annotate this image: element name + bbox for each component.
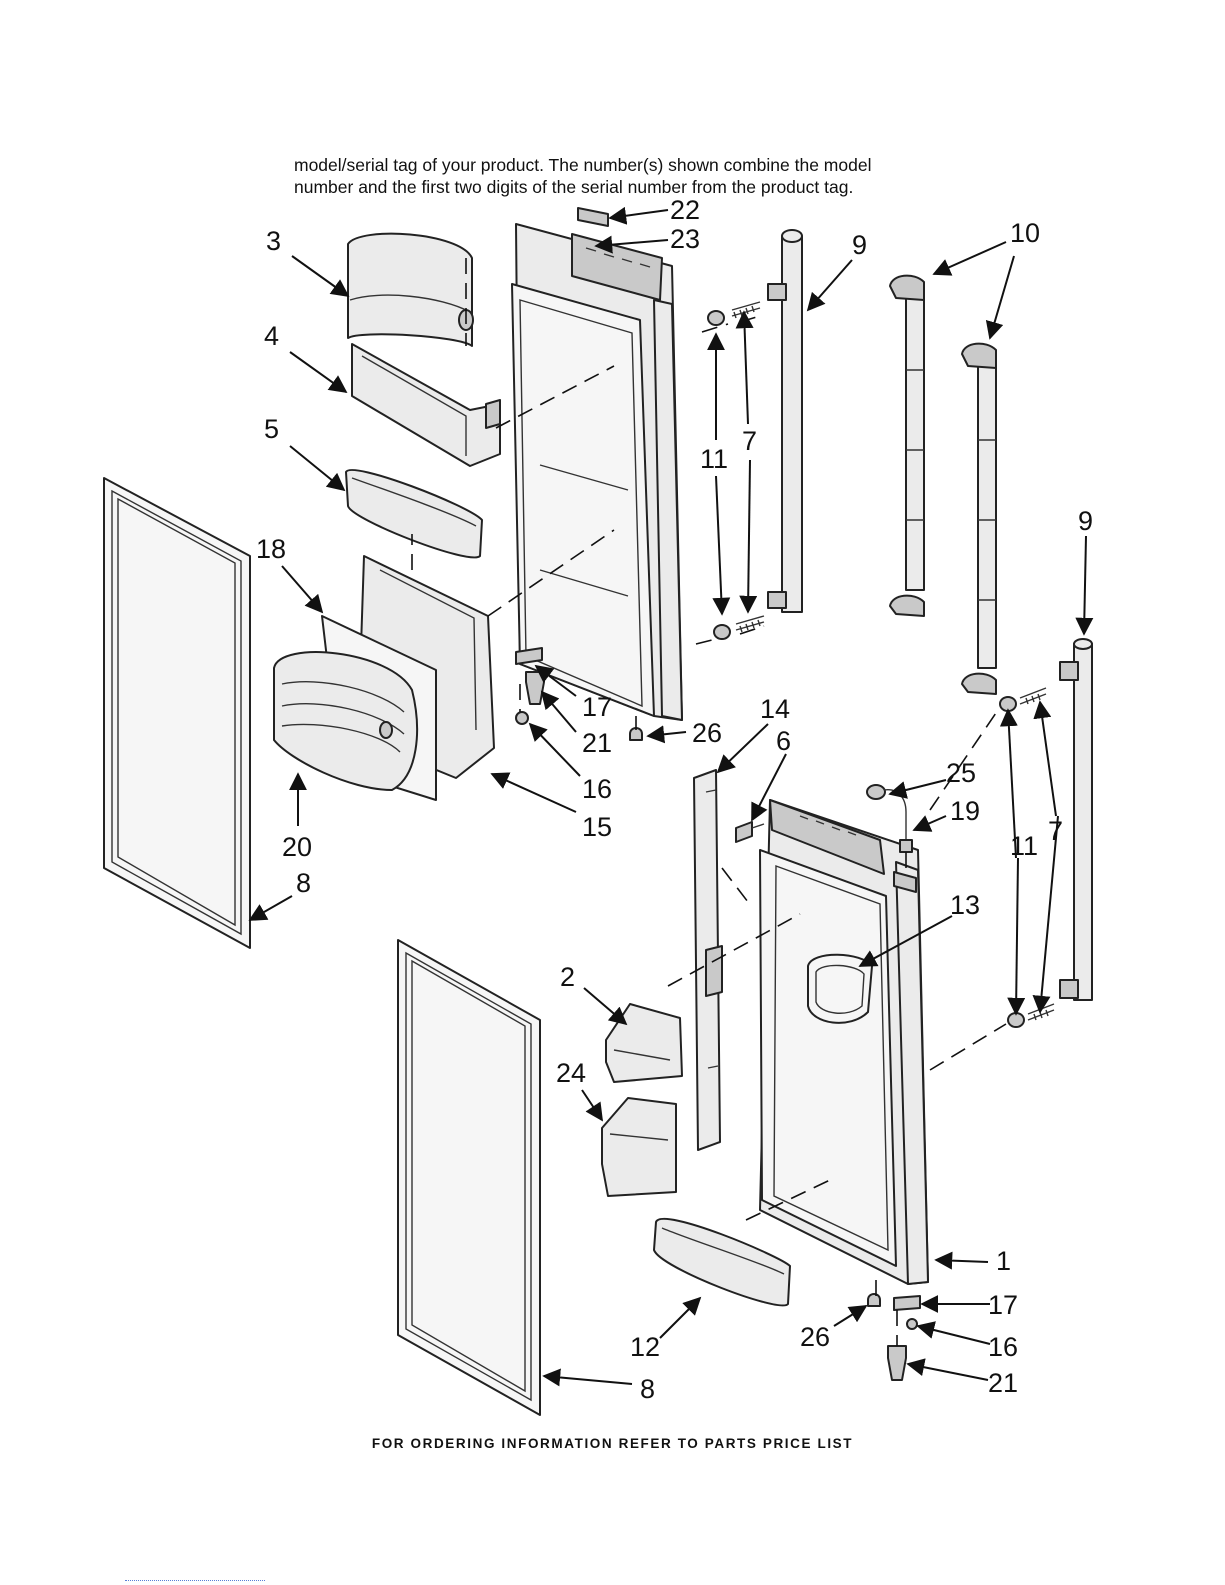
- callout-9-lower: 9: [1078, 506, 1093, 536]
- bottom-link-underline[interactable]: [125, 1580, 265, 1581]
- long-handle-10b: [962, 344, 996, 694]
- callout-18: 18: [256, 534, 286, 564]
- callout-13: 13: [950, 890, 980, 920]
- lower-door-gasket: [398, 940, 540, 1415]
- callout-26-upper: 26: [692, 718, 722, 748]
- callout-4: 4: [264, 321, 279, 351]
- callout-16-upper: 16: [582, 774, 612, 804]
- callout-19: 19: [950, 796, 980, 826]
- ice-bin-door-20: [274, 652, 417, 790]
- callout-10: 10: [1010, 218, 1040, 248]
- door-bin-24: [602, 1098, 676, 1196]
- lower-door-handle-9: [1060, 639, 1092, 1000]
- upper-door-handle-9: [768, 230, 802, 612]
- callout-8-upper: 8: [296, 868, 311, 898]
- callout-16-lower: 16: [988, 1332, 1018, 1362]
- long-handle-10a: [890, 276, 924, 616]
- callout-24: 24: [556, 1058, 586, 1088]
- callout-15: 15: [582, 812, 612, 842]
- callout-17-upper: 17: [582, 692, 612, 722]
- hinge-pin-6: [736, 822, 764, 842]
- bin-cover-3: [348, 234, 473, 346]
- callout-14: 14: [760, 694, 790, 724]
- ordering-info-footer: FOR ORDERING INFORMATION REFER TO PARTS …: [0, 1436, 1225, 1451]
- callout-21-lower: 21: [988, 1368, 1018, 1398]
- callout-5: 5: [264, 414, 279, 444]
- callout-25: 25: [946, 758, 976, 788]
- hinge-cover-14: [694, 770, 722, 1150]
- upper-door-liner: [512, 224, 682, 720]
- door-bin-4: [352, 344, 500, 466]
- callout-12: 12: [630, 1332, 660, 1362]
- callout-23: 23: [670, 224, 700, 254]
- callout-3: 3: [266, 226, 281, 256]
- door-bin-5: [346, 470, 482, 557]
- lower-hinge-hardware: [868, 1294, 920, 1380]
- callout-20: 20: [282, 832, 312, 862]
- callout-1: 1: [996, 1246, 1011, 1276]
- callout-9-upper: 9: [852, 230, 867, 260]
- callout-26-lower: 26: [800, 1322, 830, 1352]
- callout-2: 2: [560, 962, 575, 992]
- callout-8-lower: 8: [640, 1374, 655, 1404]
- upper-door-gasket: [104, 478, 250, 948]
- callout-21-upper: 21: [582, 728, 612, 758]
- label-22: [578, 208, 608, 226]
- callout-17-lower: 17: [988, 1290, 1018, 1320]
- callout-6: 6: [776, 726, 791, 756]
- callout-22: 22: [670, 195, 700, 225]
- callout-7-upper: 7: [742, 426, 757, 456]
- door-bin-12: [654, 1219, 790, 1306]
- callout-11-lower: 11: [1010, 831, 1038, 861]
- callout-7-lower: 7: [1048, 816, 1063, 846]
- lower-door-1: [760, 800, 928, 1284]
- callout-11-upper: 11: [700, 444, 728, 474]
